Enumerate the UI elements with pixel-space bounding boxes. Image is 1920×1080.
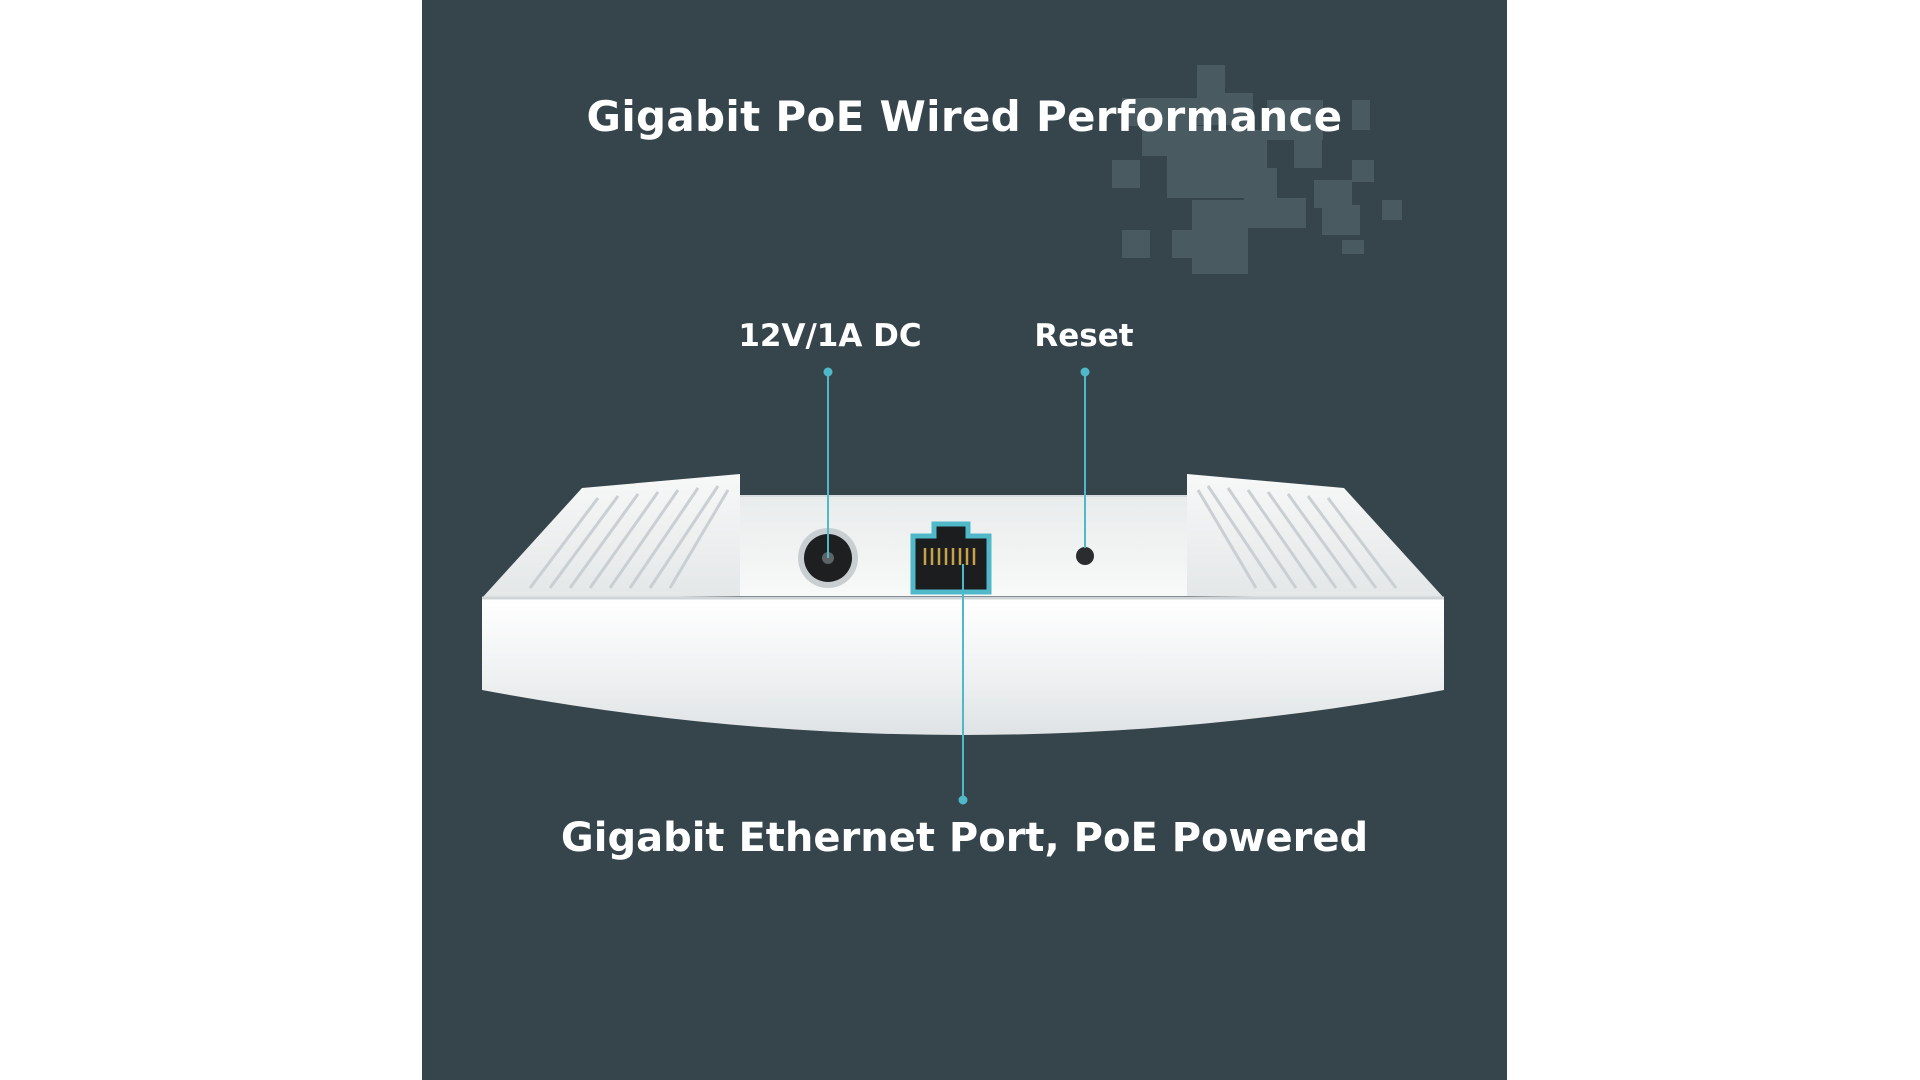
- page-title: Gigabit PoE Wired Performance: [586, 92, 1343, 141]
- callout-lines: [823, 367, 1090, 805]
- device-illustration: [482, 65, 1444, 805]
- reset-label: Reset: [1034, 318, 1134, 354]
- ethernet-port-label: Gigabit Ethernet Port, PoE Powered: [560, 815, 1369, 861]
- ethernet-port: [910, 521, 992, 595]
- reset-pinhole: [1076, 547, 1094, 565]
- product-image-panel: Gigabit PoE Wired Performance 12V/1A DC …: [422, 0, 1507, 1080]
- decorative-pixel-pattern: [1112, 65, 1402, 274]
- dc-power-label: 12V/1A DC: [738, 318, 922, 354]
